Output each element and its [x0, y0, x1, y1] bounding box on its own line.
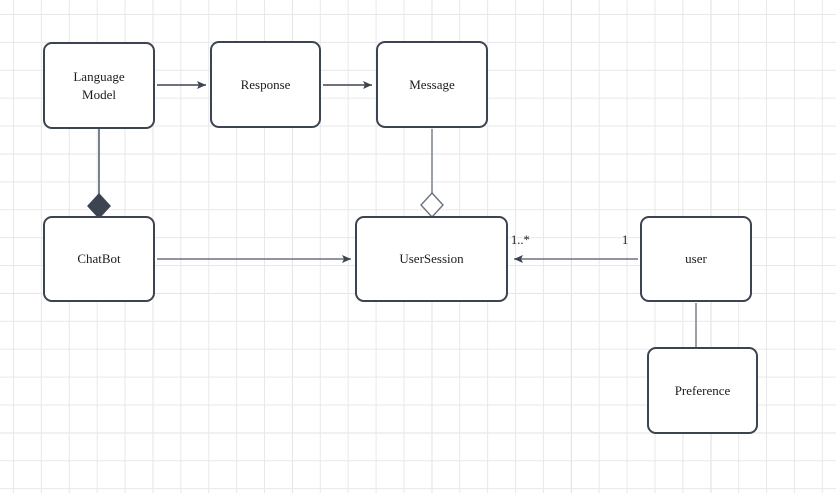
hollow-diamond-icon: [420, 191, 444, 219]
node-label-usersession: UserSession: [399, 251, 464, 267]
node-response[interactable]: Response: [210, 41, 321, 128]
node-usersession[interactable]: UserSession: [355, 216, 508, 302]
node-label-message: Message: [409, 76, 455, 92]
node-label-response: Response: [240, 76, 291, 92]
node-label-user: user: [685, 251, 707, 267]
node-language-model[interactable]: Language Model: [43, 42, 155, 129]
multiplicity-label-usersession-side: 1..*: [511, 233, 530, 247]
node-label-preference: Preference: [674, 382, 731, 398]
filled-diamond-icon: [87, 192, 111, 220]
node-message[interactable]: Message: [376, 41, 488, 128]
node-label-language-model: Language Model: [73, 68, 125, 102]
node-preference[interactable]: Preference: [647, 347, 758, 434]
node-label-chatbot: ChatBot: [77, 251, 121, 267]
node-chatbot[interactable]: ChatBot: [43, 216, 155, 302]
edge-language-model-to-chatbot: [87, 129, 111, 220]
node-user[interactable]: user: [640, 216, 752, 302]
edge-message-to-usersession: [420, 129, 444, 219]
multiplicity-label-user-side: 1: [622, 233, 629, 247]
